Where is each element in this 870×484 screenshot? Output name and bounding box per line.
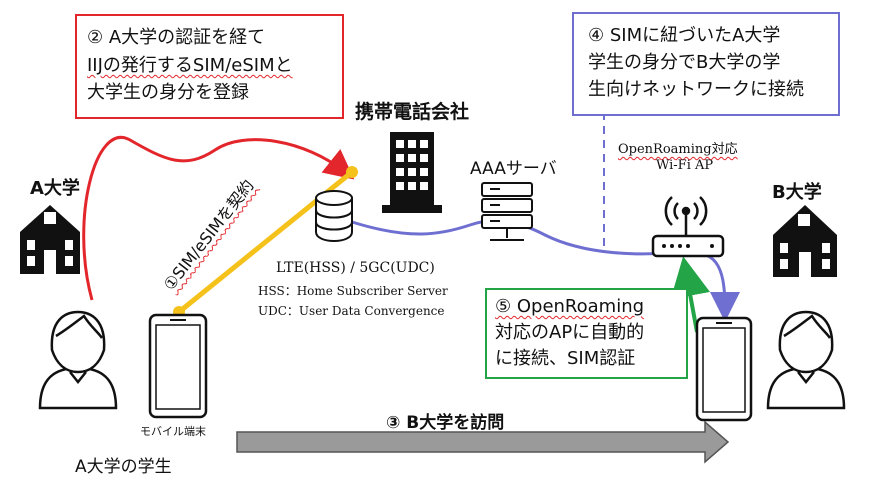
hss-label: HSS：Home Subscriber Server — [258, 284, 448, 298]
ap-label-line-2: Wi-Fi AP — [656, 158, 714, 173]
auto-connect-callout: ⑤ OpenRoaming 対応のAPに自動的 に接続、SIM認証 — [485, 288, 688, 379]
lte-label: LTE(HSS) / 5GC(UDC) — [276, 260, 435, 276]
network-line-2: 学生の身分でB大学の学 — [588, 52, 781, 73]
wifi-ap-icon — [651, 196, 725, 258]
carrier-label: 携帯電話会社 — [355, 101, 470, 123]
office-building-icon — [382, 132, 442, 213]
registration-line-2-text: IIJの発行するSIM/eSIMと — [87, 55, 293, 76]
university-b-label: B大学 — [772, 182, 822, 203]
auto-connect-line-1: ⑤ OpenRoaming — [495, 293, 644, 320]
registration-callout: ② A大学の認証を経て IIJの発行するSIM/eSIMと 大学生の身分を登録 — [75, 14, 344, 119]
server-icon — [481, 182, 533, 241]
university-b-icon — [773, 205, 837, 277]
database-icon — [315, 190, 353, 242]
student-left-icon — [38, 310, 118, 410]
university-a-icon — [20, 205, 80, 274]
registration-line-1: ② A大学の認証を経て — [87, 27, 266, 48]
auto-connect-line-3: に接続、SIM認証 — [495, 348, 636, 369]
aaa-server-label: AAAサーバ — [470, 159, 557, 179]
auto-connect-line-2: 対応のAPに自動的 — [495, 322, 645, 343]
mobile-device-left — [148, 313, 208, 419]
network-callout: ④ SIMに紐づいたA大学 学生の身分でB大学の学 生向けネットワークに接続 — [572, 12, 840, 116]
auto-connect-line-1-text: ⑤ OpenRoaming — [495, 296, 645, 317]
udc-label: UDC：User Data Convergence — [258, 304, 445, 318]
ap-label-line-1: OpenRoaming対応 — [618, 138, 738, 157]
ap-label-line-1-text: OpenRoaming対応 — [618, 142, 738, 157]
network-line-1: ④ SIMに紐づいたA大学 — [588, 25, 781, 46]
connect-arrow — [670, 256, 710, 333]
student-label: A大学の学生 — [75, 457, 172, 477]
university-a-label: A大学 — [30, 178, 80, 199]
network-line-3: 生向けネットワークに接続 — [588, 79, 804, 100]
mobile-device-label: モバイル端末 — [140, 425, 206, 438]
registration-arrow — [82, 136, 355, 301]
student-right-icon — [766, 310, 846, 410]
mobile-device-right — [695, 316, 753, 422]
visit-arrow — [236, 420, 730, 464]
registration-line-2: IIJの発行するSIM/eSIMと — [87, 52, 293, 79]
visit-label: ③ B大学を訪問 — [386, 413, 505, 433]
registration-line-3: 大学生の身分を登録 — [87, 82, 249, 103]
